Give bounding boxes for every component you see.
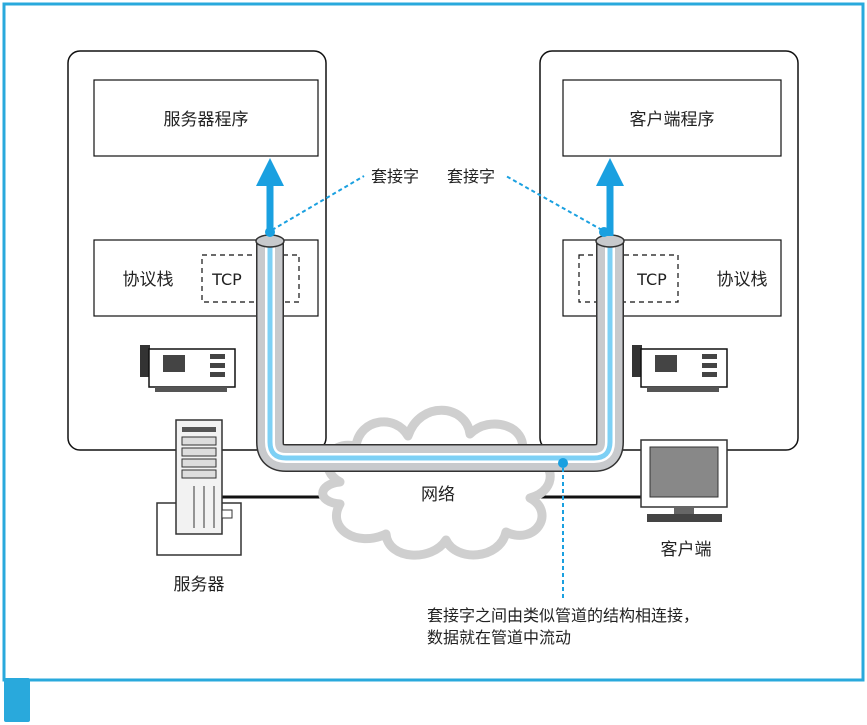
note-line-2: 数据就在管道中流动 [427, 628, 571, 647]
server-program-box [93, 79, 319, 157]
server-label: 服务器 [174, 575, 225, 595]
network-label: 网络 [421, 485, 455, 505]
client-stack-label: 协议栈 [717, 270, 768, 290]
socket-pipe [255, 234, 625, 472]
server-nic-icon [140, 345, 236, 392]
client-program-label: 客户端程序 [630, 110, 715, 130]
outer-frame [2, 2, 865, 682]
client-label: 客户端 [661, 540, 712, 560]
server-program-label: 服务器程序 [164, 110, 249, 130]
server-machine: 服务器程序 协议栈 TCP [67, 50, 327, 451]
server-stack-label: 协议栈 [123, 270, 174, 290]
server-tower-icon [156, 419, 242, 556]
server-tcp-box [201, 254, 300, 303]
frame-tab [4, 678, 30, 722]
pipe-end-right [595, 234, 625, 248]
server-tcp-label: TCP [211, 270, 242, 289]
client-program-box [562, 79, 782, 157]
socket-callout-left [271, 175, 365, 231]
client-tcp-label: TCP [636, 270, 667, 289]
client-monitor-icon [640, 439, 728, 522]
socket-label-left: 套接字 [371, 167, 419, 186]
client-nic-icon [632, 345, 728, 392]
socket-callout-right [505, 175, 603, 231]
client-machine: 客户端程序 协议栈 TCP [539, 50, 799, 451]
socket-label-right: 套接字 [447, 167, 495, 186]
note-line-1: 套接字之间由类似管道的结构相连接， [427, 606, 699, 625]
client-tcp-box [578, 254, 679, 303]
network-cloud-icon [318, 405, 555, 560]
pipe-point [558, 458, 568, 468]
